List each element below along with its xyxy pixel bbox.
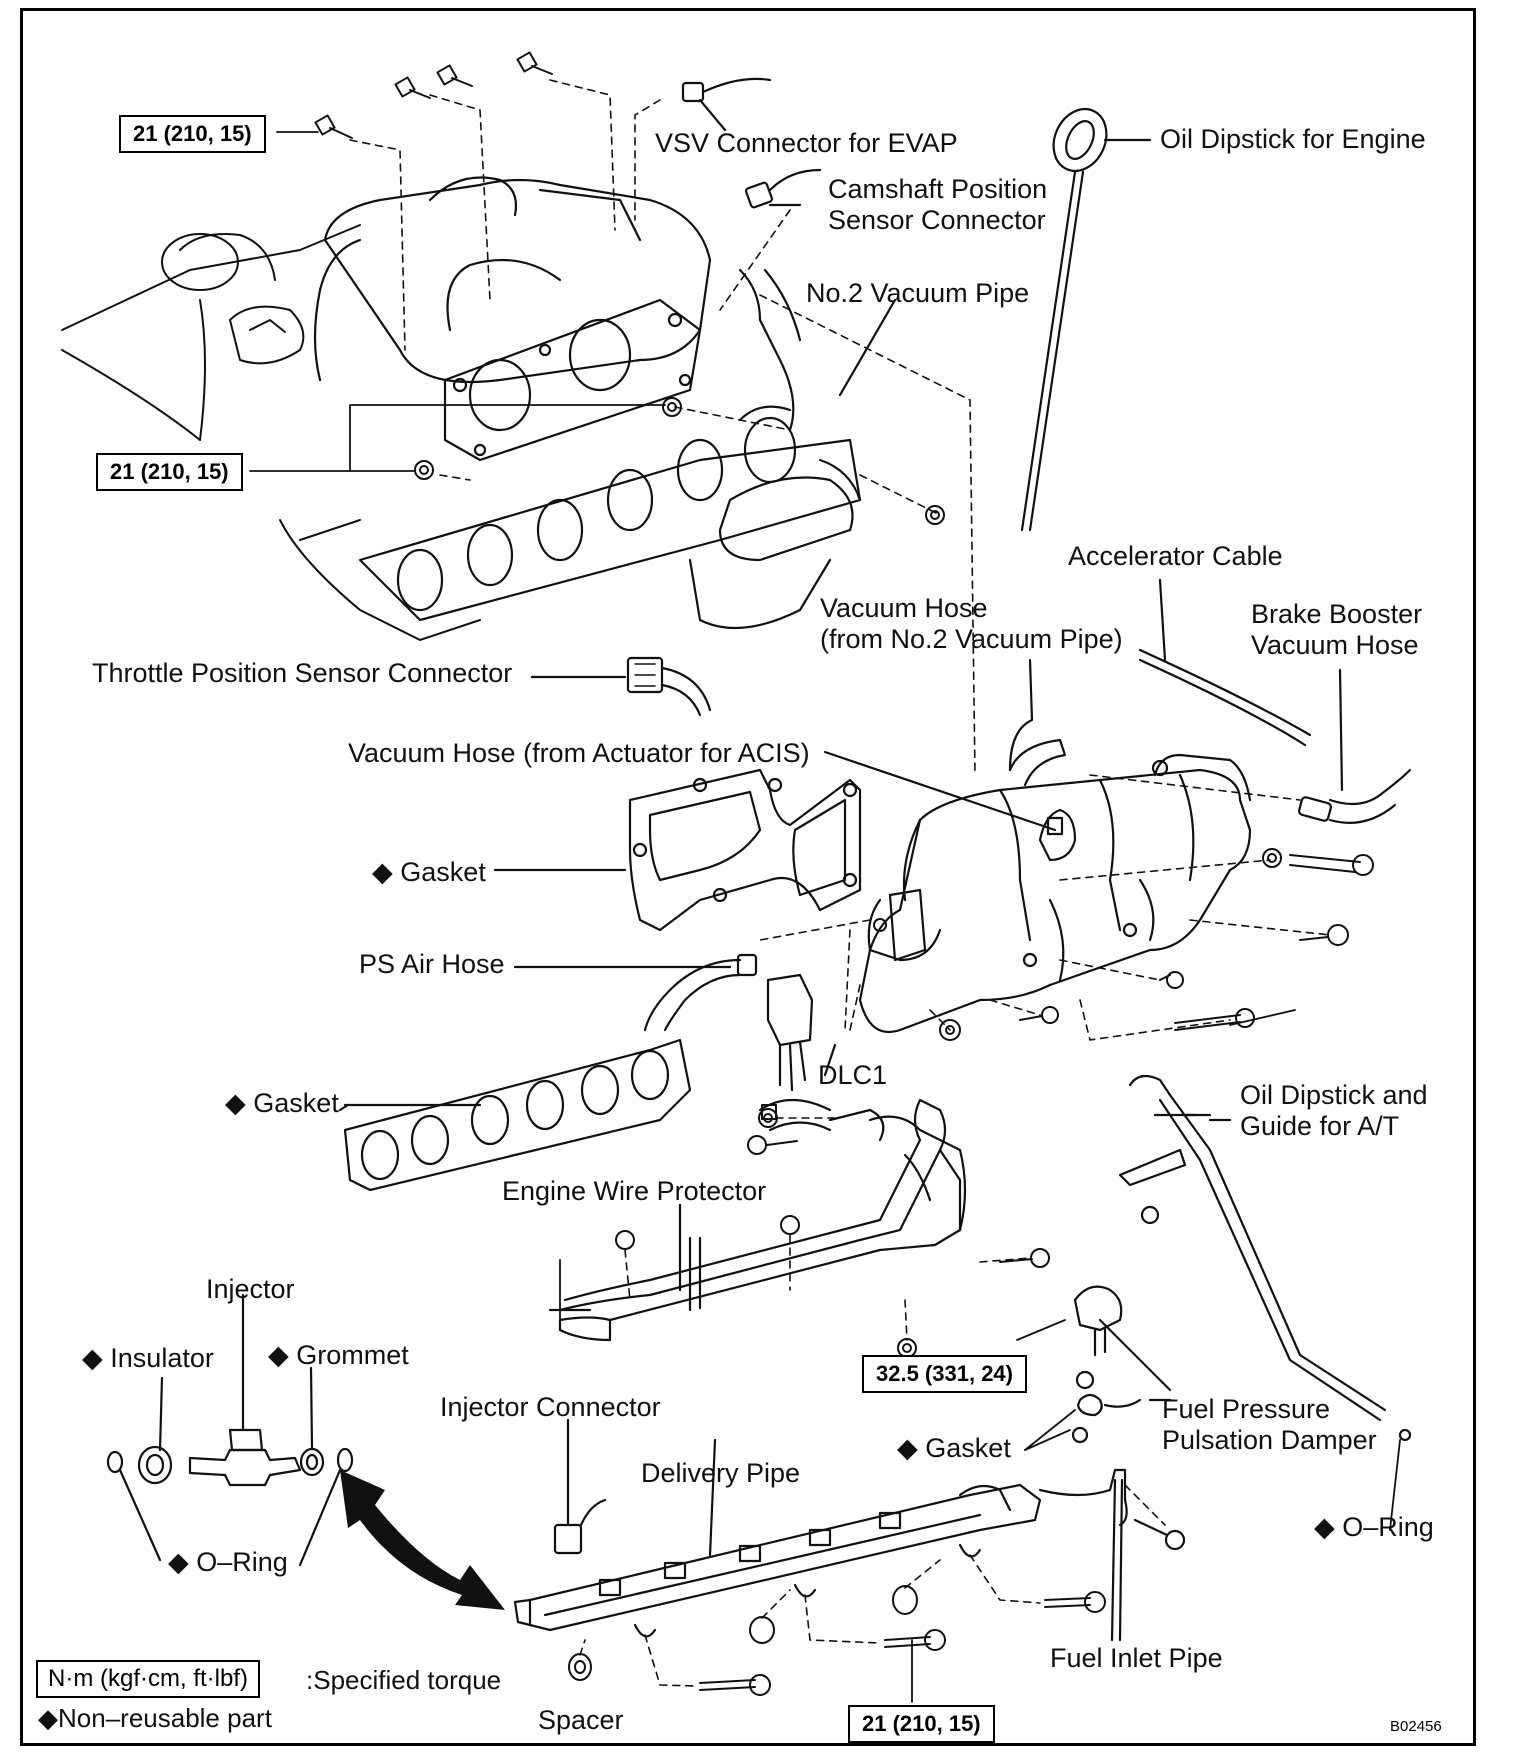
label-vacuum-hose-no2-1: Vacuum Hose	[820, 593, 988, 623]
bolt-group-manifold	[873, 848, 1374, 1041]
label-spacer: Spacer	[538, 1705, 624, 1735]
label-o-ring-left: ◆ O–Ring	[168, 1547, 288, 1578]
oil-dipstick-engine	[1020, 108, 1152, 532]
label-delivery-pipe: Delivery Pipe	[641, 1458, 801, 1488]
ps-air-hose	[513, 953, 758, 1032]
label-oil-dipstick-at-2: Guide for A/T	[1240, 1111, 1400, 1141]
vacuum-hose-no2	[1008, 658, 1034, 772]
label-vacuum-hose-acis: Vacuum Hose (from Actuator for ACIS)	[348, 738, 810, 768]
torque-box-protector: 32.5 (331, 24)	[862, 1355, 1027, 1393]
label-grommet-text: Grommet	[296, 1340, 409, 1370]
dashed-guides-protector	[624, 1117, 1031, 1341]
dashed-guides-top	[349, 79, 976, 776]
label-gasket-upper: ◆ Gasket	[372, 857, 486, 888]
label-insulator-text: Insulator	[110, 1343, 214, 1373]
lower-intake-manifold	[358, 405, 862, 630]
non-reusable-mark: ◆	[1314, 1512, 1335, 1542]
intake-manifold-main	[858, 753, 1252, 1034]
label-gasket-lower: ◆ Gasket	[897, 1433, 1011, 1464]
o-ring-dipstick	[1398, 1428, 1412, 1442]
legend-non-reusable: ◆Non–reusable part	[38, 1703, 272, 1734]
non-reusable-mark: ◆	[372, 857, 393, 887]
leader-no2-vacuum	[838, 298, 897, 397]
label-insulator: ◆ Insulator	[82, 1343, 214, 1374]
label-injector-connector: Injector Connector	[440, 1392, 661, 1422]
label-gasket-upper-text: Gasket	[400, 857, 486, 887]
injector-assembly	[106, 1293, 354, 1567]
manifold-gasket	[338, 1038, 692, 1192]
label-oil-dipstick-engine: Oil Dipstick for Engine	[1160, 124, 1426, 154]
brake-booster-hose	[1297, 668, 1412, 824]
label-gasket-middle-text: Gasket	[253, 1088, 339, 1118]
dashed-guides-manifold	[759, 774, 1331, 1041]
accelerator-cable	[1138, 648, 1312, 737]
dlc1-connector	[766, 973, 837, 1092]
label-no2-vacuum-pipe: No.2 Vacuum Pipe	[806, 278, 1030, 308]
intake-air-chamber	[313, 176, 712, 462]
leader-acis-hose	[823, 750, 1057, 832]
fuel-pressure-damper	[1071, 1285, 1172, 1444]
diagram-frame	[20, 8, 1476, 1746]
label-o-ring-left-text: O–Ring	[196, 1547, 288, 1577]
non-reusable-mark: ◆	[38, 1703, 58, 1733]
label-grommet: ◆ Grommet	[268, 1340, 409, 1371]
oil-dipstick-at	[1118, 1074, 1387, 1422]
label-vacuum-hose-no2-2: (from No.2 Vacuum Pipe)	[820, 624, 1123, 654]
label-injector: Injector	[206, 1274, 295, 1304]
label-fuel-pressure-2: Pulsation Damper	[1162, 1425, 1377, 1455]
legend-torque-units: N·m (kgf·cm, ft·lbf)	[36, 1660, 260, 1698]
bolt-group-delivery	[568, 1585, 1106, 1696]
label-engine-wire-protector: Engine Wire Protector	[502, 1176, 767, 1206]
label-brake-booster-1: Brake Booster	[1251, 599, 1423, 629]
engine-wire-protector	[548, 1098, 967, 1342]
fuel-inlet-pipe	[1038, 1468, 1186, 1642]
chamber-gasket	[493, 768, 862, 932]
no2-vacuum-pipe	[738, 268, 795, 432]
label-camshaft-sensor-1: Camshaft Position	[828, 174, 1048, 204]
non-reusable-mark: ◆	[268, 1340, 289, 1370]
label-fuel-inlet-pipe: Fuel Inlet Pipe	[1050, 1643, 1223, 1673]
leader-lines	[249, 131, 1401, 1703]
label-gasket-middle: ◆ Gasket	[225, 1088, 339, 1119]
label-brake-booster-2: Vacuum Hose	[1251, 630, 1419, 660]
camshaft-sensor-connector	[744, 168, 822, 209]
label-camshaft-sensor-2: Sensor Connector	[828, 205, 1046, 235]
label-fuel-pressure-1: Fuel Pressure	[1162, 1394, 1331, 1424]
non-reusable-mark: ◆	[225, 1088, 246, 1118]
torque-box-bottom: 21 (210, 15)	[848, 1705, 995, 1743]
non-reusable-mark: ◆	[82, 1343, 103, 1373]
non-reusable-mark: ◆	[897, 1433, 918, 1463]
legend-torque-text: :Specified torque	[306, 1665, 502, 1695]
throttle-position-connector	[530, 656, 712, 717]
torque-box-middle: 21 (210, 15)	[96, 453, 243, 491]
non-reusable-mark: ◆	[168, 1547, 189, 1577]
label-o-ring-right-text: O–Ring	[1342, 1512, 1434, 1542]
label-vsv-connector: VSV Connector for EVAP	[655, 128, 958, 158]
engine-block-outline	[61, 224, 481, 641]
label-o-ring-right: ◆ O–Ring	[1314, 1512, 1434, 1543]
label-accelerator-cable: Accelerator Cable	[1068, 541, 1283, 571]
leader-accelerator	[1158, 578, 1167, 662]
figure-code: B02456	[1390, 1718, 1442, 1735]
injector-connector	[553, 1418, 607, 1555]
label-throttle-sensor: Throttle Position Sensor Connector	[92, 658, 513, 688]
torque-box-top: 21 (210, 15)	[119, 115, 266, 153]
label-gasket-lower-text: Gasket	[925, 1433, 1011, 1463]
legend-non-reusable-text: Non–reusable part	[58, 1703, 272, 1733]
dashed-guides-delivery	[579, 1554, 1041, 1687]
install-arrow	[340, 1470, 505, 1610]
label-ps-air-hose: PS Air Hose	[359, 949, 505, 979]
bolt-group-top	[314, 51, 945, 525]
label-dlc1: DLC1	[818, 1060, 888, 1090]
delivery-pipe	[513, 1438, 1042, 1638]
label-oil-dipstick-at-1: Oil Dipstick and	[1240, 1080, 1428, 1110]
vsv-connector	[681, 77, 772, 132]
